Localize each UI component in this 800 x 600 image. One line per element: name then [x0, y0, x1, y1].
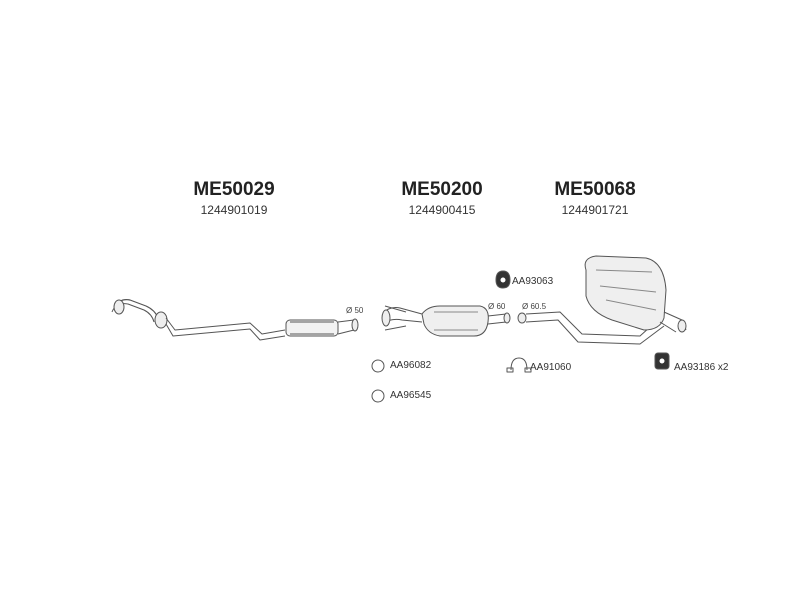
accessory-label: AA93063	[512, 276, 554, 287]
ring-gasket-icon	[371, 389, 385, 403]
part-oe-front: 1244901019	[200, 203, 268, 217]
accessory-label: AA96082	[390, 360, 432, 371]
accessory-label: AA93186 x2	[674, 362, 729, 373]
ring-gasket-icon	[371, 359, 385, 373]
accessory-label: AA91060	[530, 362, 572, 373]
rubber-mount-icon	[654, 352, 670, 370]
pipe-clamp-icon	[506, 357, 532, 373]
front-pipe-section	[111, 299, 359, 341]
part-oe-middle: 1244900415	[408, 203, 476, 217]
part-oe-rear: 1244901721	[561, 203, 629, 217]
accessory-label: AA96545	[390, 390, 432, 401]
part-code-front: ME50029	[193, 179, 275, 200]
diameter-label-front: Ø 50	[346, 306, 364, 315]
part-code-middle: ME50200	[401, 179, 483, 200]
middle-silencer-section	[381, 305, 511, 337]
diameter-label-rear: Ø 60.5	[522, 302, 547, 311]
diameter-label-middle: Ø 60	[488, 302, 506, 311]
part-code-rear: ME50068	[554, 179, 636, 200]
rear-silencer-section	[517, 255, 687, 345]
rubber-mount-icon	[495, 270, 511, 289]
